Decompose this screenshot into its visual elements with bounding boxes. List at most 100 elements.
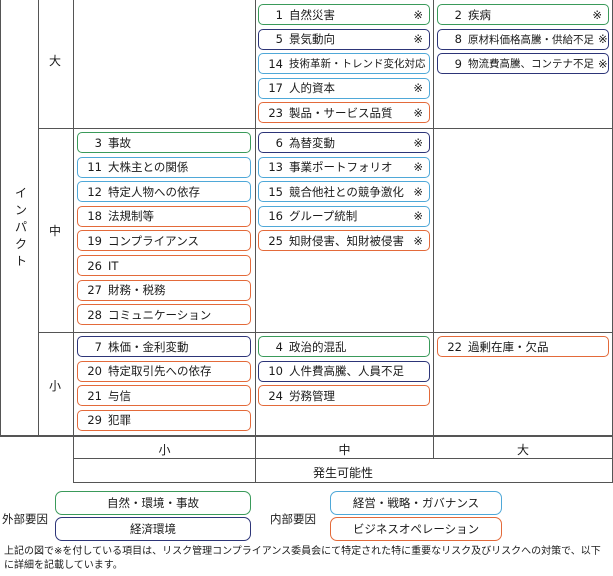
risk-item-number: 1 [275,7,283,22]
risk-item-text: 与信 [108,388,131,403]
risk-item-4: 4 政治的混乱 [258,336,430,357]
x-axis-title: 発生可能性 [312,466,373,480]
risk-item-text: 技術革新・トレンド変化対応 [289,58,426,71]
risk-item-17: 17 人的資本 ※ [258,77,430,99]
risk-item-number: 2 [454,7,462,22]
risk-item-9: 9 物流費高騰、コンテナ不足 ※ [437,53,609,75]
risk-item-text: コミュニケーション [108,307,212,322]
x-level-mid: 中 [338,443,351,457]
legend-green-label: 自然・環境・事故 [107,496,199,510]
risk-item-text: 原材料価格高騰・供給不足 [468,33,594,46]
risk-item-number: 21 [87,388,102,403]
risk-item-number: 19 [87,233,102,248]
row-label-divider [73,0,74,482]
key-risk-mark: ※ [413,233,423,248]
row-divider-1 [38,128,613,129]
risk-item-number: 24 [268,388,283,403]
risk-item-number: 17 [268,81,283,96]
risk-item-27: 27 財務・税務 [77,279,251,301]
risk-item-text: 事故 [108,135,131,150]
y-level-low: 小 [48,379,61,393]
risk-item-text: 財務・税務 [108,283,166,298]
risk-item-text: 競合他社との競争激化 [289,184,404,199]
risk-item-number: 10 [268,364,283,379]
risk-item-20: 20 特定取引先への依存 [77,360,251,382]
key-risk-mark: ※ [413,81,423,96]
risk-item-text: 大株主との関係 [108,160,189,175]
risk-item-text: 政治的混乱 [289,339,347,354]
legend-orange-label: ビジネスオペレーション [352,522,480,536]
risk-item-text: 法規制等 [108,209,154,224]
risk-item-number: 9 [454,56,462,71]
risk-item-number: 15 [268,184,283,199]
risk-item-number: 6 [275,135,283,150]
key-risk-mark: ※ [426,57,430,71]
risk-item-text: 株価・金利変動 [108,339,189,354]
col-divider-1 [255,0,256,482]
risk-item-13: 13 事業ポートフォリオ ※ [258,156,430,178]
risk-item-text: グループ統制 [289,209,358,224]
key-risk-mark: ※ [413,105,423,120]
risk-item-text: 犯罪 [108,413,131,428]
key-risk-mark: ※ [413,184,423,199]
risk-item-number: 20 [87,364,102,379]
risk-item-number: 4 [275,339,283,354]
risk-item-number: 12 [87,184,102,199]
risk-item-text: 景気動向 [289,32,335,47]
risk-item-28: 28 コミュニケーション [77,304,251,326]
left-border [0,0,1,436]
risk-item-text: 物流費高騰、コンテナ不足 [468,58,594,71]
risk-item-number: 27 [87,283,102,298]
risk-item-number: 14 [268,56,283,71]
legend-blue-label: 経営・戦略・ガバナンス [352,496,480,510]
key-risk-mark: ※ [413,160,423,175]
risk-item-number: 26 [87,258,102,273]
legend-blue: 経営・戦略・ガバナンス [330,491,502,515]
y-level-high: 大 [48,54,61,68]
risk-item-number: 25 [268,233,283,248]
x-level-low: 小 [158,443,171,457]
y-level-mid: 中 [48,224,61,238]
legend-navy-label: 経済環境 [130,522,176,536]
footnote: 上記の図で※を付している項目は、リスク管理コンプライアンス委員会にて特定された特… [4,546,601,571]
risk-item-number: 5 [275,32,283,47]
risk-item-text: 事業ポートフォリオ [289,160,393,175]
key-risk-mark: ※ [413,135,423,150]
risk-item-text: 過剰在庫・欠品 [468,339,549,354]
x-level-high: 大 [516,443,529,457]
legend-green: 自然・環境・事故 [55,491,251,515]
risk-item-text: 特定人物への依存 [108,184,200,199]
risk-item-15: 15 競合他社との競争激化 ※ [258,181,430,203]
risk-item-25: 25 知財侵害、知財被侵害 ※ [258,230,430,252]
risk-item-number: 28 [87,307,102,322]
y-title-divider [38,0,39,436]
risk-item-text: 特定取引先への依存 [108,364,212,379]
key-risk-mark: ※ [413,7,423,22]
risk-item-text: 人的資本 [289,81,335,96]
risk-item-12: 12 特定人物への依存 [77,181,251,203]
key-risk-mark: ※ [598,56,608,71]
risk-item-5: 5 景気動向 ※ [258,28,430,50]
key-risk-mark: ※ [413,209,423,224]
legend-orange: ビジネスオペレーション [330,517,502,541]
y-axis-title: インパクト [14,186,27,268]
col-divider-2 [433,0,434,458]
risk-item-text: 疾病 [468,7,491,22]
risk-item-number: 13 [268,160,283,175]
risk-item-14: 14 技術革新・トレンド変化対応※ [258,53,430,75]
risk-item-text: 知財侵害、知財被侵害 [289,233,404,248]
x-title-bottom [73,482,613,483]
key-risk-mark: ※ [413,32,423,47]
